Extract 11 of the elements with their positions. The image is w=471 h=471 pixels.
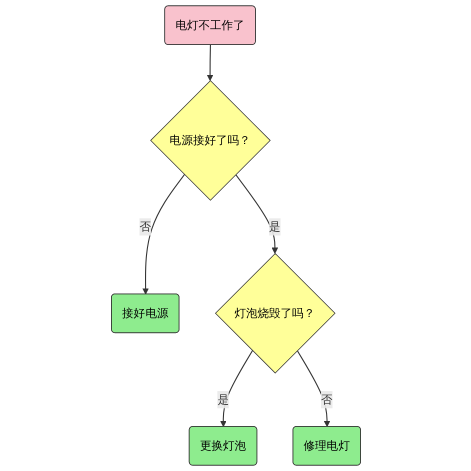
edge-label: 否	[138, 220, 151, 234]
edge-label: 是	[268, 220, 280, 234]
arrow	[142, 174, 184, 294]
node-diamond: 灯泡烧毁了吗？	[214, 253, 336, 374]
node-diamond: 电源接好了吗？	[150, 80, 270, 201]
arrow	[206, 45, 213, 81]
arrow	[234, 174, 278, 254]
arrow	[296, 350, 330, 427]
arrow	[220, 350, 252, 427]
edge-label: 是	[216, 392, 228, 406]
edge-label: 否	[320, 392, 332, 406]
